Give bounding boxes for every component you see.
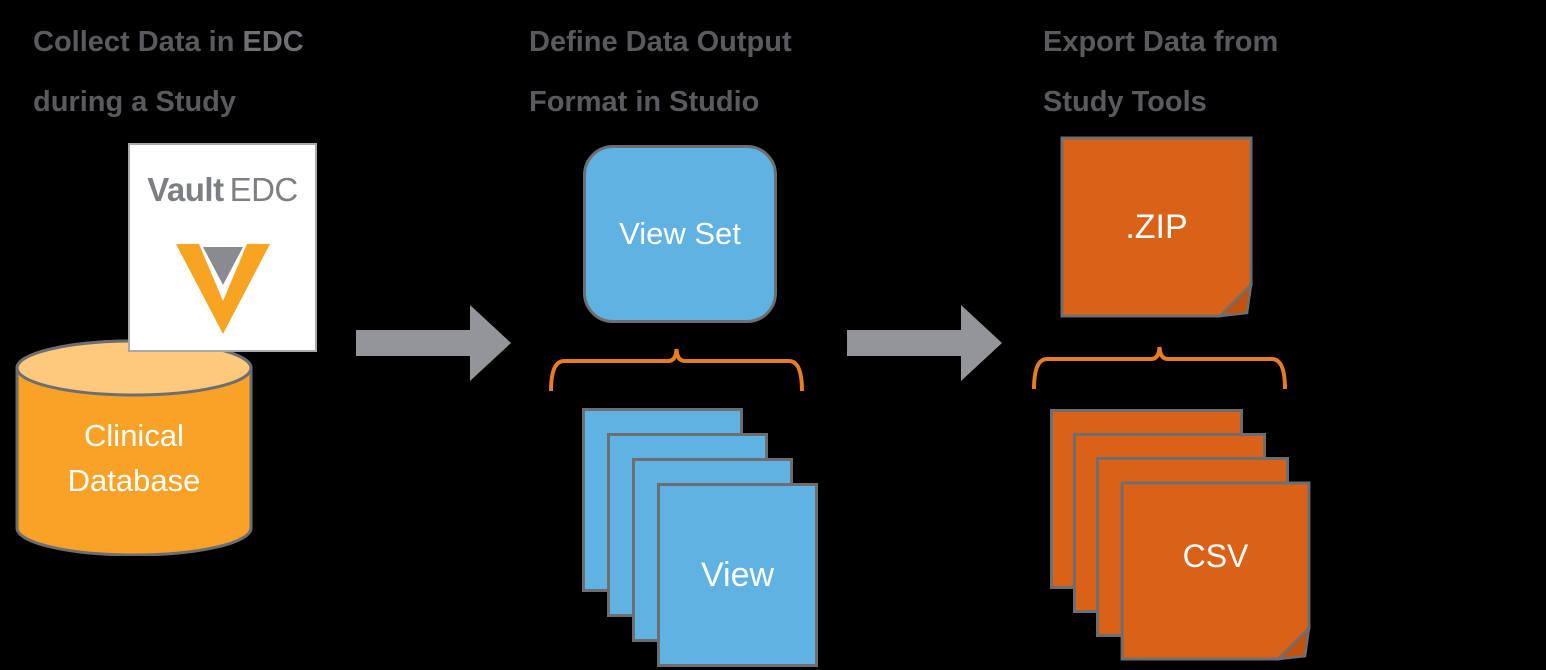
curly-brace-icon bbox=[549, 348, 804, 392]
section-title-define: Define Data Output Format in Studio bbox=[529, 12, 792, 132]
zip-label: .ZIP bbox=[1060, 135, 1253, 319]
view-set-box: View Set bbox=[583, 145, 777, 323]
folded-corner-sheet-icon bbox=[1120, 481, 1311, 661]
vault-brand-text: Vault bbox=[147, 171, 224, 208]
zip-label-text: .ZIP bbox=[1125, 207, 1188, 246]
database-label-line1: Clinical bbox=[84, 418, 184, 453]
view-page-front: View bbox=[657, 483, 818, 667]
zip-file-sheet: .ZIP bbox=[1060, 135, 1253, 319]
title-line-1: Export Data from bbox=[1043, 26, 1279, 58]
flow-arrow-icon bbox=[356, 305, 511, 381]
clinical-database-label: Clinical Database bbox=[14, 413, 254, 503]
title-line-2: during a Study bbox=[33, 86, 236, 118]
csv-label-text: CSV bbox=[1182, 537, 1249, 574]
flow-arrow-icon bbox=[847, 305, 1002, 381]
section-title-collect: Collect Data in EDC during a Study bbox=[33, 12, 304, 132]
title-text: Collect Data in bbox=[33, 26, 235, 58]
csv-page-front: CSV bbox=[1119, 481, 1312, 661]
view-set-label: View Set bbox=[619, 216, 741, 251]
database-label-line2: Database bbox=[67, 463, 201, 498]
title-line-1: Define Data Output bbox=[529, 26, 792, 58]
section-title-export: Export Data from Study Tools bbox=[1043, 12, 1278, 132]
view-label: View bbox=[700, 555, 775, 594]
curly-brace-icon bbox=[1032, 346, 1287, 390]
title-highlight-edc: EDC bbox=[242, 26, 304, 58]
title-line-1: Collect Data in EDC bbox=[33, 12, 304, 72]
vault-product-text: EDC bbox=[229, 171, 299, 208]
csv-label: CSV bbox=[1119, 466, 1312, 646]
veeva-v-icon bbox=[175, 244, 270, 334]
title-line-2: Study Tools bbox=[1043, 86, 1207, 118]
folded-corner-sheet-icon bbox=[1060, 136, 1253, 318]
title-line-2: Format in Studio bbox=[529, 86, 760, 118]
